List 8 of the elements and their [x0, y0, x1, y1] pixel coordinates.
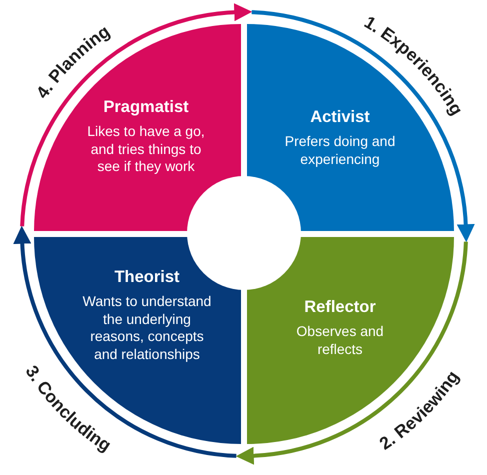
segment-description: Likes to have a go, and tries things to see if they work	[86, 123, 206, 176]
segment-title: Theorist	[113, 268, 181, 287]
segment-description: Observes and reflects	[295, 323, 385, 358]
segment-description: Wants to understand the underlying reasons, concepts and relationships	[82, 293, 212, 363]
segment-description: Prefers doing and experiencing	[284, 133, 396, 168]
segment-title: Pragmatist	[102, 98, 190, 117]
segment-title: Activist	[309, 108, 371, 127]
segment-title: Reflector	[303, 298, 377, 317]
